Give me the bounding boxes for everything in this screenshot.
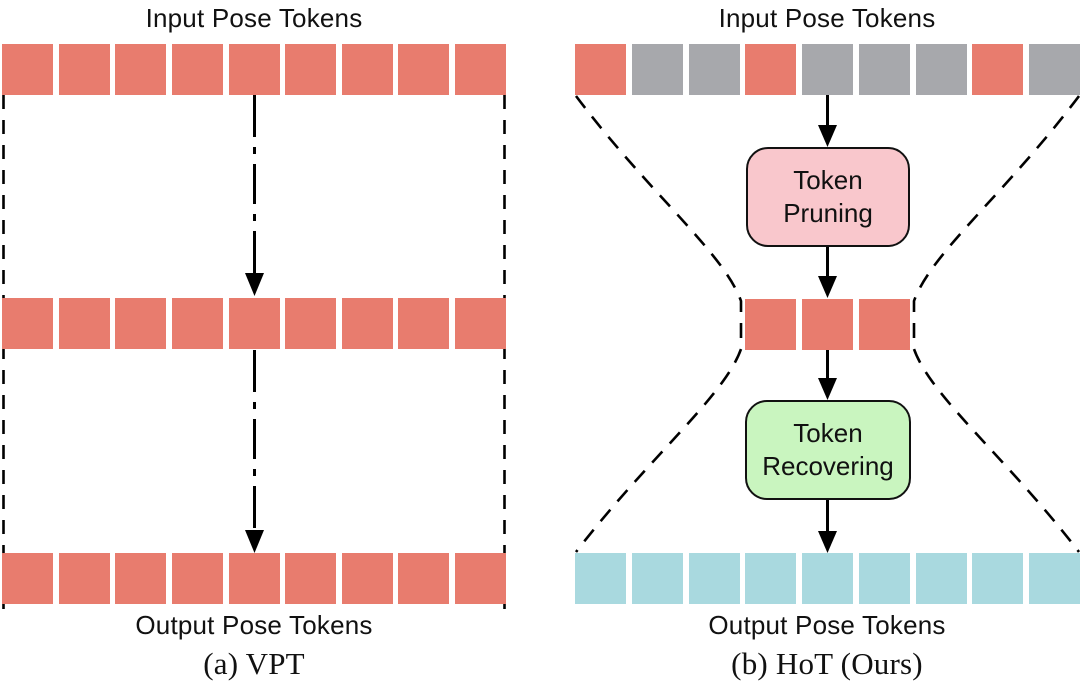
token-red bbox=[341, 298, 393, 349]
token-red bbox=[115, 298, 167, 349]
hot-arrow-4-head bbox=[818, 531, 837, 553]
vpt-output-title: Output Pose Tokens bbox=[135, 610, 373, 640]
token-red bbox=[2, 298, 53, 349]
token-pruning-box: Token Pruning bbox=[746, 147, 910, 247]
token-cyan bbox=[745, 553, 797, 604]
vpt-arrow-bottom-head bbox=[245, 530, 264, 553]
vpt-input-title: Input Pose Tokens bbox=[145, 3, 363, 33]
token-red bbox=[455, 44, 506, 95]
token-cyan bbox=[858, 553, 910, 604]
token-cyan bbox=[575, 553, 626, 604]
token-gray bbox=[915, 44, 967, 95]
hot-arrow-3-head bbox=[818, 378, 837, 400]
token-red bbox=[398, 553, 450, 604]
token-gray bbox=[631, 44, 683, 95]
token-cyan bbox=[1029, 553, 1080, 604]
token-gray bbox=[858, 44, 910, 95]
token-red bbox=[745, 299, 796, 350]
token-cyan bbox=[631, 553, 683, 604]
vpt-caption: (a) VPT bbox=[203, 646, 305, 681]
token-red bbox=[2, 44, 53, 95]
hot-output-title: Output Pose Tokens bbox=[708, 610, 946, 640]
token-red bbox=[58, 298, 110, 349]
token-red bbox=[859, 299, 910, 350]
token-red bbox=[972, 44, 1024, 95]
token-red bbox=[398, 298, 450, 349]
token-red bbox=[58, 553, 110, 604]
vpt-output-row bbox=[2, 553, 506, 604]
token-red bbox=[341, 553, 393, 604]
token-red bbox=[285, 44, 337, 95]
vpt-arrow-top-head bbox=[245, 273, 264, 296]
token-red bbox=[58, 44, 110, 95]
token-red bbox=[115, 44, 167, 95]
token-red bbox=[171, 298, 223, 349]
token-cyan bbox=[972, 553, 1024, 604]
token-red bbox=[455, 298, 506, 349]
vpt-input-row bbox=[2, 44, 506, 95]
hot-output-row bbox=[575, 553, 1080, 604]
token-cyan bbox=[915, 553, 967, 604]
token-red bbox=[171, 44, 223, 95]
token-recovering-box: Token Recovering bbox=[745, 400, 911, 500]
token-red bbox=[575, 44, 626, 95]
token-gray bbox=[688, 44, 740, 95]
token-red bbox=[228, 298, 280, 349]
hot-input-row bbox=[575, 44, 1080, 95]
hot-middle-row bbox=[745, 299, 910, 350]
token-red bbox=[2, 553, 53, 604]
token-red bbox=[285, 553, 337, 604]
token-red bbox=[398, 44, 450, 95]
token-red bbox=[228, 553, 280, 604]
token-cyan bbox=[802, 553, 853, 604]
token-red bbox=[745, 44, 797, 95]
hot-hourglass-curve-right bbox=[912, 95, 1080, 553]
token-gray bbox=[1029, 44, 1080, 95]
hot-arrow-2-head bbox=[818, 276, 837, 298]
token-cyan bbox=[688, 553, 740, 604]
token-red bbox=[455, 553, 506, 604]
hot-input-title: Input Pose Tokens bbox=[718, 3, 936, 33]
token-red bbox=[115, 553, 167, 604]
token-red bbox=[341, 44, 393, 95]
vpt-middle-row bbox=[2, 298, 506, 349]
hot-caption: (b) HoT (Ours) bbox=[731, 646, 923, 681]
token-red bbox=[285, 298, 337, 349]
hot-hourglass-curve-left bbox=[574, 95, 743, 553]
token-red bbox=[228, 44, 280, 95]
hot-arrow-1-head bbox=[818, 125, 837, 147]
token-red bbox=[171, 553, 223, 604]
token-red bbox=[802, 299, 853, 350]
token-gray bbox=[802, 44, 853, 95]
